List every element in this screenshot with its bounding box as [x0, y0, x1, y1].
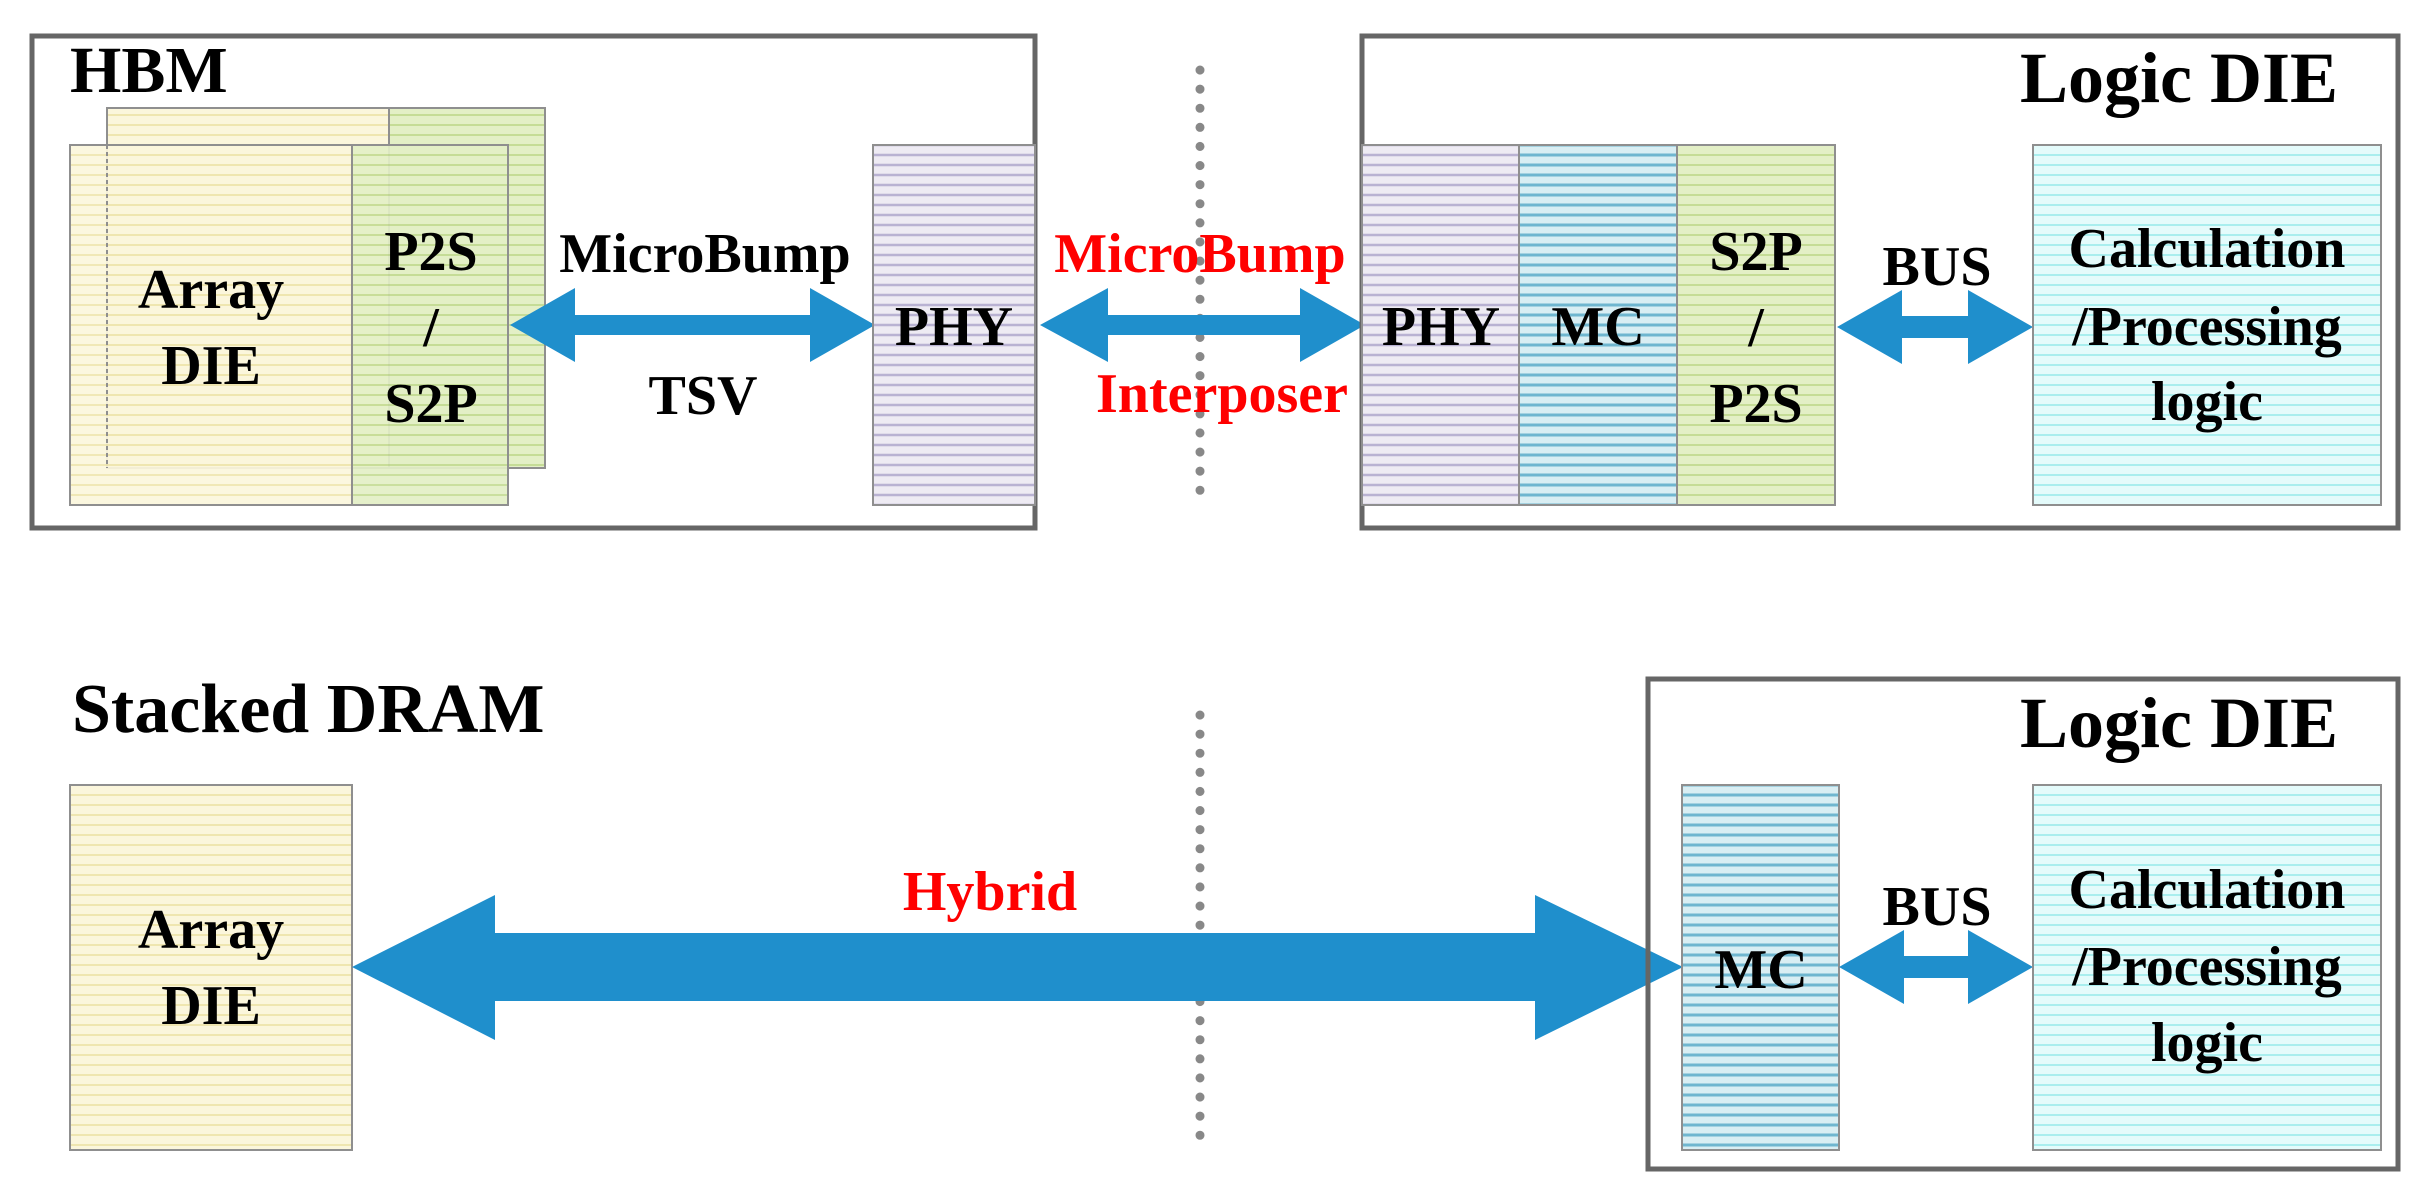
bottom-array-die-label-1: Array	[138, 899, 284, 961]
hbm-title: HBM	[70, 34, 228, 107]
interface-microbump-label: MicroBump	[1054, 223, 1345, 285]
bottom-calc-block	[2032, 784, 2382, 1151]
top-calc-label-2: /Processing	[2071, 296, 2342, 358]
p2s-label-2: /	[422, 297, 440, 359]
bottom-logic-title: Logic DIE	[2020, 683, 2338, 763]
top-bus-arrow-icon	[1837, 290, 2033, 364]
top-calc-label-1: Calculation	[2069, 218, 2346, 280]
tsv-label: TSV	[649, 365, 758, 427]
hbm-phy-block	[872, 144, 1036, 506]
p2s-s2p-block	[351, 144, 509, 506]
s2p-p2s-block	[1676, 144, 1836, 506]
bottom-array-die-block	[69, 784, 353, 1151]
hybrid-label: Hybrid	[903, 861, 1077, 923]
microbump-tsv-arrow-icon	[510, 288, 875, 362]
bottom-mc-block	[1681, 784, 1840, 1151]
bottom-calc-label-3: logic	[2151, 1012, 2263, 1074]
logic-phy-block	[1361, 144, 1520, 506]
hybrid-arrow-icon	[352, 895, 1683, 1040]
top-mc-block	[1518, 144, 1678, 506]
bottom-logic-frame	[1645, 676, 2401, 1172]
top-bus-label: BUS	[1883, 236, 1992, 298]
bottom-bus-arrow-icon	[1839, 930, 2033, 1004]
bottom-calc-label-2: /Processing	[2071, 936, 2342, 998]
stacked-dram-title: Stacked DRAM	[72, 671, 544, 748]
hbm-phy-label: PHY	[895, 296, 1013, 358]
interposer-arrow-icon	[1040, 288, 1365, 362]
top-mc-label: MC	[1551, 296, 1644, 358]
interface-interposer-label: Interposer	[1096, 363, 1348, 425]
top-calc-block	[2032, 144, 2382, 506]
s2p-label-3: P2S	[1709, 373, 1802, 435]
bottom-array-die-label-2: DIE	[161, 975, 261, 1037]
bottom-calc-label-1: Calculation	[2069, 859, 2346, 921]
p2s-label-1: P2S	[384, 221, 477, 283]
top-logic-title: Logic DIE	[2020, 38, 2338, 118]
p2s-label-3: S2P	[384, 373, 477, 435]
s2p-label-1: S2P	[1709, 221, 1802, 283]
array-die-block	[69, 144, 353, 506]
top-interface: MicroBump Interposer	[1040, 65, 1365, 510]
bottom-mc-label: MC	[1714, 939, 1807, 1001]
bottom-logic-section: Logic DIE MC BUS Calculation /Processing…	[1645, 676, 2401, 1172]
stacked-dram-section: Stacked DRAM Array DIE Hybrid	[69, 671, 1683, 1151]
microbump-label: MicroBump	[559, 223, 850, 285]
top-calc-label-3: logic	[2151, 371, 2263, 433]
hbm-section: HBM Array DIE P2S / S2P MicroBump TSV PH…	[29, 33, 1038, 531]
logic-phy-label: PHY	[1382, 296, 1500, 358]
bottom-bus-label: BUS	[1883, 876, 1992, 938]
s2p-label-2: /	[1747, 297, 1765, 359]
array-die-label-1: Array	[138, 259, 284, 321]
top-logic-section: Logic DIE PHY MC S2P / P2S BUS Calculati…	[1359, 33, 2401, 531]
array-die-label-2: DIE	[161, 335, 261, 397]
